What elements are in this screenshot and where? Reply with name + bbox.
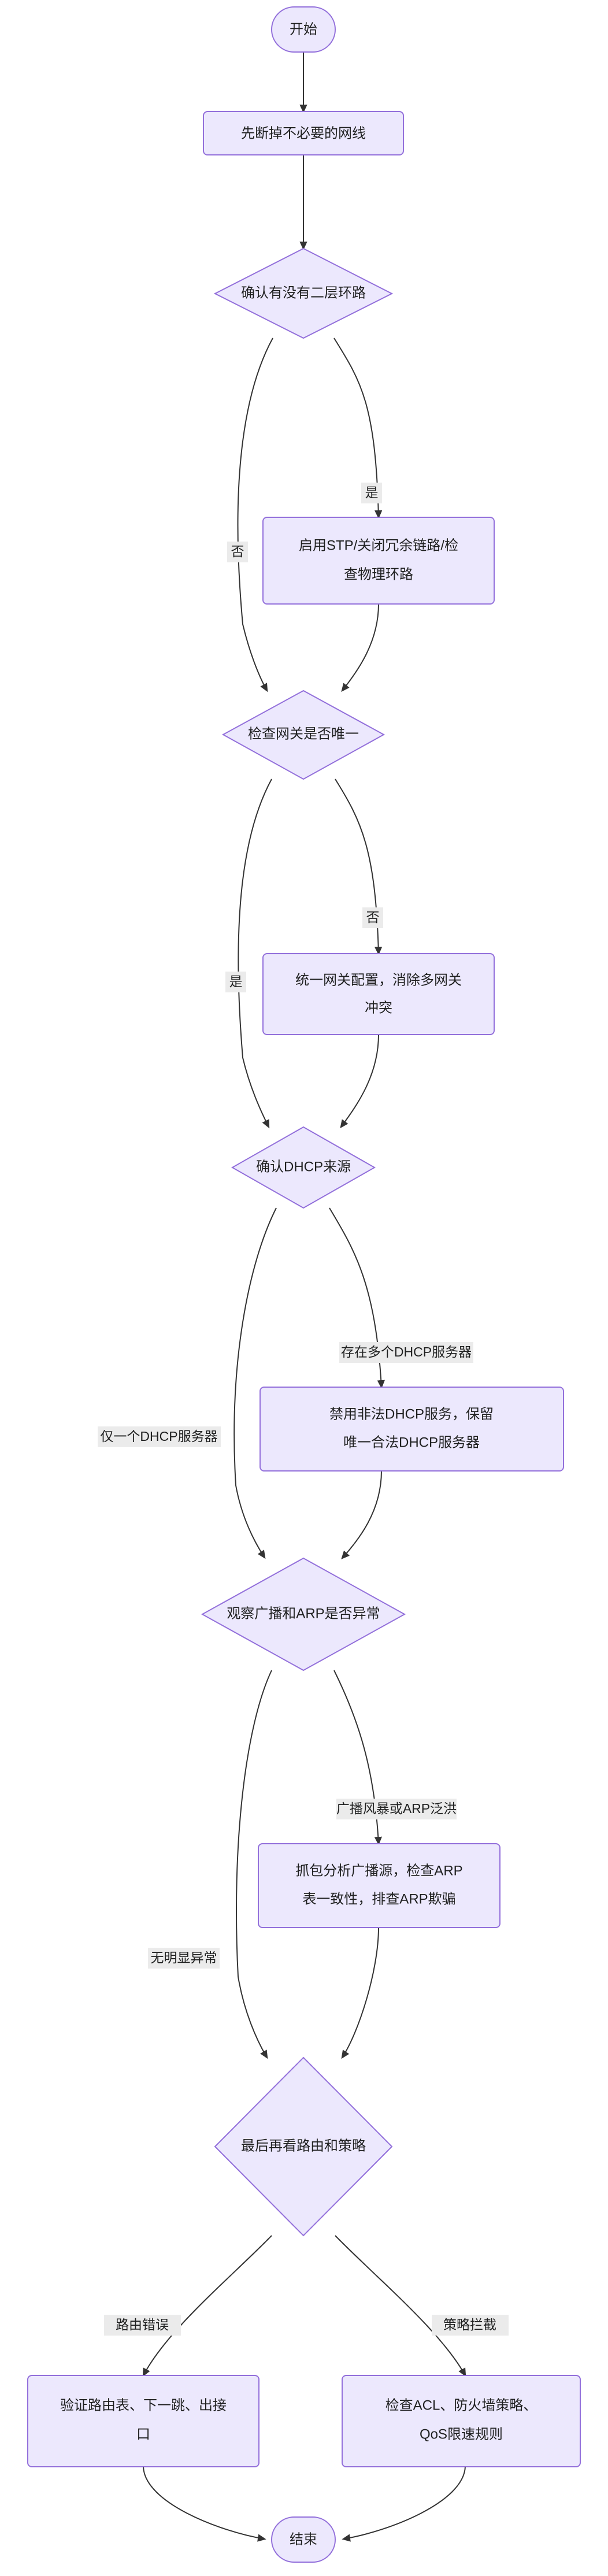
edge-loop-gw [237,338,273,692]
edge-label-arp-arpfix-text: 广播风暴或ARP泛洪 [336,1801,457,1816]
node-gw-label: 检查网关是否唯一 [248,726,359,742]
node-arpfix-label-line2: 表一致性，排查ARP欺骗 [302,1891,455,1907]
edge-label-gw-gwfix-text: 否 [366,910,380,925]
edge-loop-stp [333,338,383,519]
node-arpfix-label-line1: 抓包分析广播源，检查ARP [295,1863,462,1878]
edges-layer [142,52,466,2542]
node-route[interactable]: 最后再看路由和策略 [214,2056,393,2237]
node-dhcpfix-label-line1: 禁用非法DHCP服务，保留 [329,1406,494,1422]
edge-dhcp-arp [233,1207,277,1559]
edge-label-route-routefix: 路由错误 [104,2315,181,2336]
node-policyfix[interactable]: 检查ACL、防火墙策略、 QoS限速规则 [342,2375,581,2467]
edge-arp-route [236,1670,272,2059]
node-policyfix-label-line2: QoS限速规则 [420,2426,503,2442]
edge-label-dhcp-arp: 仅一个DHCP服务器 [98,1426,221,1447]
edge-gwfix-dhcp [340,1034,379,1129]
edge-label-loop-gw-text: 否 [231,544,244,559]
node-routefix-label-line1: 验证路由表、下一跳、出接 [60,2397,227,2413]
node-cut-label: 先断掉不必要的网线 [241,125,366,141]
node-routefix[interactable]: 验证路由表、下一跳、出接 口 [27,2375,259,2467]
edge-stp-gw [341,603,379,692]
node-end[interactable]: 结束 [271,2516,336,2563]
node-start-label: 开始 [290,21,317,37]
edge-arpfix-route [341,1927,379,2059]
node-dhcpfix-label-line2: 唯一合法DHCP服务器 [343,1435,480,1450]
node-route-label: 最后再看路由和策略 [241,2138,366,2154]
edge-label-route-routefix-text: 路由错误 [116,2317,169,2332]
node-dhcp[interactable]: 确认DHCP来源 [231,1126,376,1209]
edge-route-policyfix [335,2235,466,2377]
edge-label-loop-stp: 是 [361,483,382,503]
node-arp-label: 观察广播和ARP是否异常 [227,1606,380,1621]
edge-routefix-end [143,2466,266,2542]
edge-label-arp-arpfix: 广播风暴或ARP泛洪 [336,1799,457,1819]
edge-label-dhcp-dhcpfix: 存在多个DHCP服务器 [339,1342,473,1363]
edge-labels-layer: 是 否 否 是 存在多个DHCP服务器 仅一个DHCP服务器 [98,483,509,2336]
edge-label-arp-route: 无明显异常 [148,1948,220,1969]
node-gwfix-label-line2: 冲突 [365,1000,392,1015]
edge-label-gw-dhcp: 是 [225,972,246,992]
node-start[interactable]: 开始 [271,6,336,53]
edge-label-gw-gwfix: 否 [362,907,383,928]
node-end-label: 结束 [290,2531,317,2547]
node-gw[interactable]: 检查网关是否唯一 [221,690,385,780]
nodes-layer: 开始 先断掉不必要的网线 确认有没有二层环路 启用STP/关闭冗余链路/检 查物… [27,6,581,2563]
node-arp[interactable]: 观察广播和ARP是否异常 [201,1557,406,1671]
node-cut[interactable]: 先断掉不必要的网线 [203,111,404,155]
node-stp-label-line2: 查物理环路 [344,566,413,582]
node-policyfix-label-line1: 检查ACL、防火墙策略、 [385,2397,537,2413]
edge-label-gw-dhcp-text: 是 [229,974,243,989]
node-loop-label: 确认有没有二层环路 [241,285,366,301]
node-routefix-label-line2: 口 [136,2426,150,2442]
edge-policyfix-end [342,2466,466,2542]
node-stp[interactable]: 启用STP/关闭冗余链路/检 查物理环路 [262,517,495,605]
node-dhcp-label: 确认DHCP来源 [256,1159,351,1174]
edge-dhcpfix-arp [341,1470,382,1559]
node-stp-label-line1: 启用STP/关闭冗余链路/检 [299,538,458,553]
edge-route-routefix [142,2235,272,2377]
edge-label-loop-gw: 否 [227,542,248,562]
edge-gw-dhcp [238,779,272,1129]
node-dhcpfix[interactable]: 禁用非法DHCP服务，保留 唯一合法DHCP服务器 [259,1387,564,1472]
edge-label-arp-route-text: 无明显异常 [151,1950,217,1965]
node-arpfix[interactable]: 抓包分析广播源，检查ARP 表一致性，排查ARP欺骗 [258,1843,501,1928]
edge-label-loop-stp-text: 是 [365,485,379,500]
edge-label-route-policyfix-text: 策略拦截 [443,2317,496,2332]
node-gwfix-label-line1: 统一网关配置，消除多网关 [295,972,462,988]
node-loop[interactable]: 确认有没有二层环路 [213,247,394,339]
edge-label-route-policyfix: 策略拦截 [432,2315,509,2336]
edge-label-dhcp-dhcpfix-text: 存在多个DHCP服务器 [341,1344,472,1359]
edge-label-dhcp-arp-text: 仅一个DHCP服务器 [100,1429,217,1444]
node-gwfix[interactable]: 统一网关配置，消除多网关 冲突 [262,953,495,1035]
